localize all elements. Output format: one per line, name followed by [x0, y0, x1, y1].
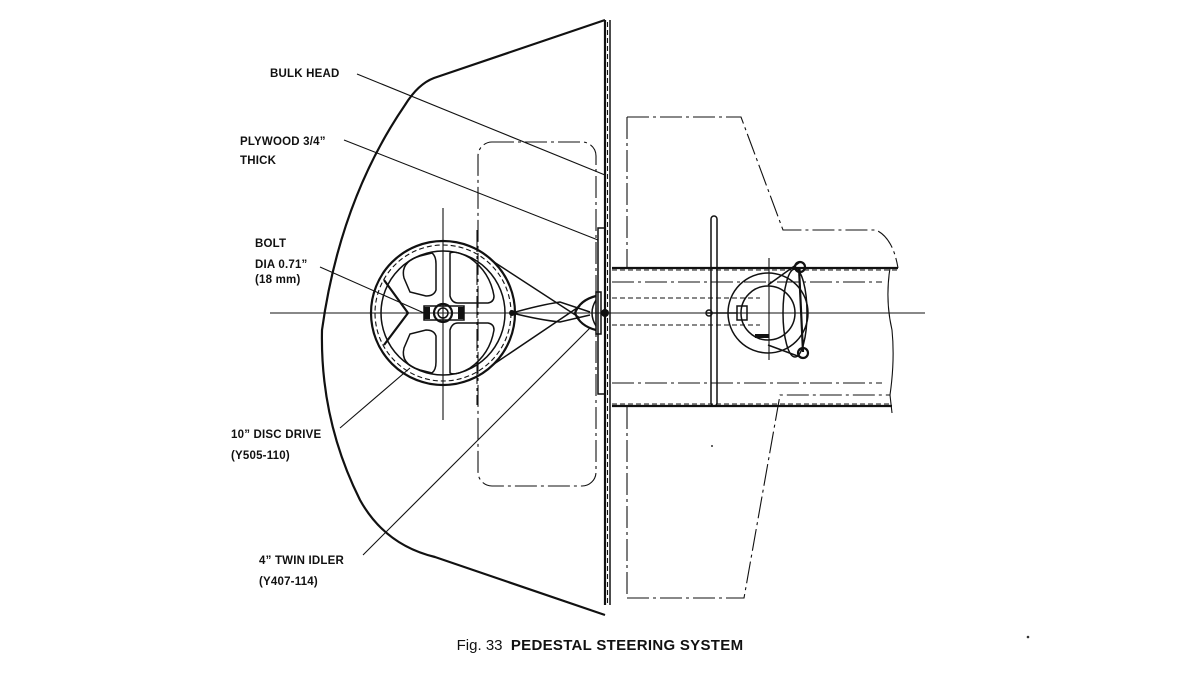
speck	[711, 445, 713, 447]
label-bolt-line2: DIA 0.71”	[255, 259, 308, 271]
disc-drive	[369, 208, 517, 420]
leader-disc	[339, 367, 411, 429]
twin-idler	[573, 291, 609, 335]
label-bolt-line1: BOLT	[255, 238, 287, 250]
label-disc-drive: 10” DISC DRIVE (Y505-110)	[231, 425, 321, 467]
figure-number: Fig. 33	[456, 637, 503, 654]
leader-bolt	[319, 266, 425, 314]
steering-quadrant	[705, 258, 810, 360]
label-plywood: PLYWOOD 3/4” THICK	[240, 133, 326, 171]
label-plywood-line2: THICK	[240, 155, 277, 167]
label-idler-line1: 4” TWIN IDLER	[259, 555, 345, 567]
leader-lines	[319, 73, 606, 556]
cables	[493, 261, 591, 365]
leader-bulkhead	[356, 73, 606, 176]
figure-title: PEDESTAL STEERING SYSTEM	[510, 637, 744, 654]
hull-outline	[320, 18, 606, 617]
speck	[1026, 635, 1030, 639]
aft-structure-outline	[626, 116, 899, 599]
figure-caption: Fig. 33 PEDESTAL STEERING SYSTEM	[0, 637, 1200, 654]
label-bolt-line3: (18 mm)	[255, 274, 301, 286]
leader-plywood	[343, 139, 599, 241]
leader-idler	[362, 327, 591, 556]
label-plywood-line1: PLYWOOD 3/4”	[240, 136, 326, 148]
label-disc-line1: 10” DISC DRIVE	[231, 429, 322, 441]
label-disc-line2: (Y505-110)	[231, 450, 290, 462]
tube	[612, 266, 898, 408]
label-bolt: BOLT DIA 0.71” (18 mm)	[255, 236, 308, 286]
label-idler-line2: (Y407-114)	[259, 576, 318, 588]
label-bulkhead: BULK HEAD	[270, 68, 340, 80]
label-twin-idler: 4” TWIN IDLER (Y407-114)	[259, 551, 344, 593]
pedestal-outline	[477, 141, 597, 487]
